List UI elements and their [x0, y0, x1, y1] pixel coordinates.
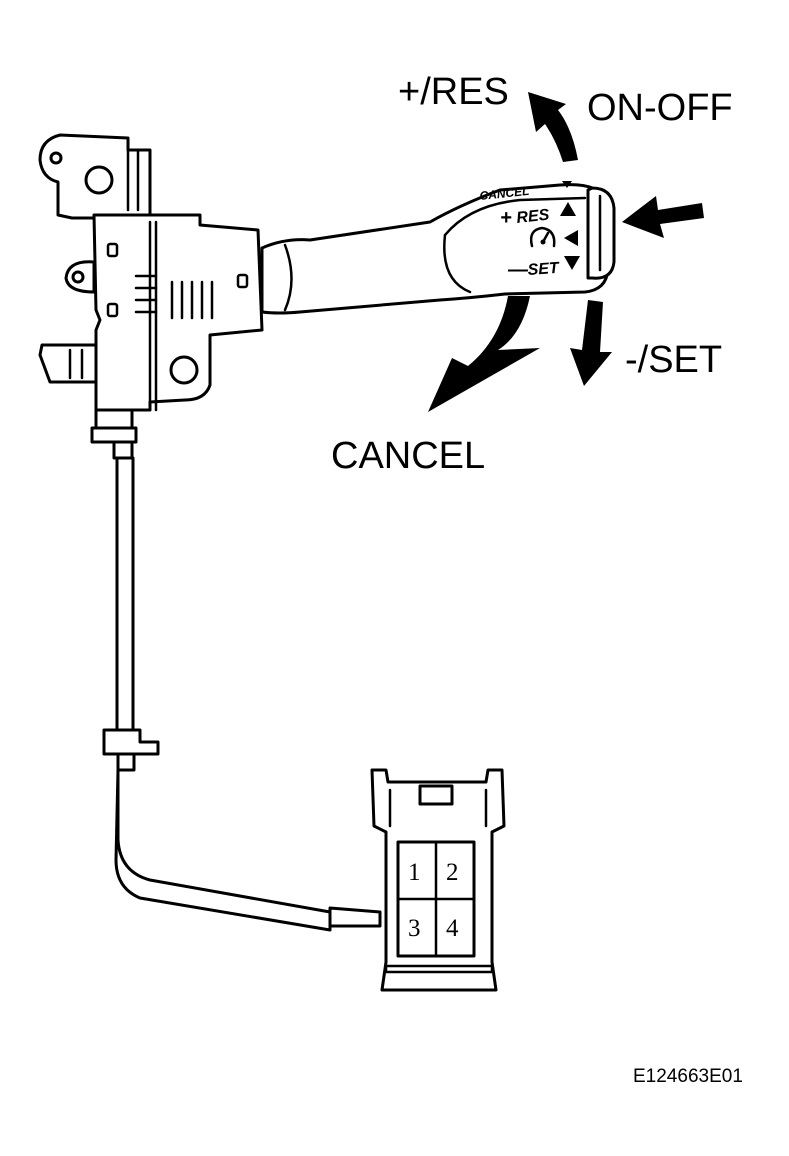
- wire-harness: [102, 456, 382, 932]
- cancel-direction-arrow-icon: [428, 296, 540, 412]
- res-direction-arrow-icon: [528, 92, 578, 162]
- lever-shaft: [260, 183, 610, 315]
- speedometer-icon: [529, 226, 556, 248]
- on-off-label: ON-OFF: [587, 87, 733, 129]
- switch-body: [38, 133, 264, 460]
- left-clip: [38, 343, 98, 384]
- lever-cancel-text: CANCEL: [479, 184, 530, 203]
- lever-markings: CANCEL + RES — SET: [479, 181, 580, 281]
- figure-id: E124663E01: [633, 1066, 743, 1087]
- connector: 1 2 3 4: [370, 768, 506, 992]
- res-up-arrow-icon: [560, 202, 576, 216]
- set-label: -/SET: [625, 339, 722, 381]
- set-down-arrow-icon: [564, 256, 580, 270]
- lever-set-text: SET: [527, 260, 560, 279]
- lever-minus-sign: —: [507, 259, 529, 281]
- pin-1: 1: [408, 859, 421, 886]
- res-label: +/RES: [398, 71, 509, 113]
- top-mount-hole: [84, 165, 114, 195]
- cruise-lever: [260, 183, 616, 315]
- cancel-label: CANCEL: [331, 435, 485, 477]
- pin-2: 2: [446, 859, 459, 886]
- on-off-arrow-icon: [564, 230, 578, 246]
- pin-4: 4: [446, 915, 459, 942]
- set-direction-arrow-icon: [570, 300, 612, 386]
- on-off-direction-arrow-icon: [622, 196, 704, 238]
- lever-res-text: RES: [516, 207, 551, 227]
- lower-mount-hole: [169, 355, 199, 385]
- operation-arrows: [428, 92, 704, 412]
- pin-3: 3: [408, 915, 421, 942]
- lever-plus-sign: +: [500, 207, 512, 229]
- harness-clip: [102, 728, 160, 756]
